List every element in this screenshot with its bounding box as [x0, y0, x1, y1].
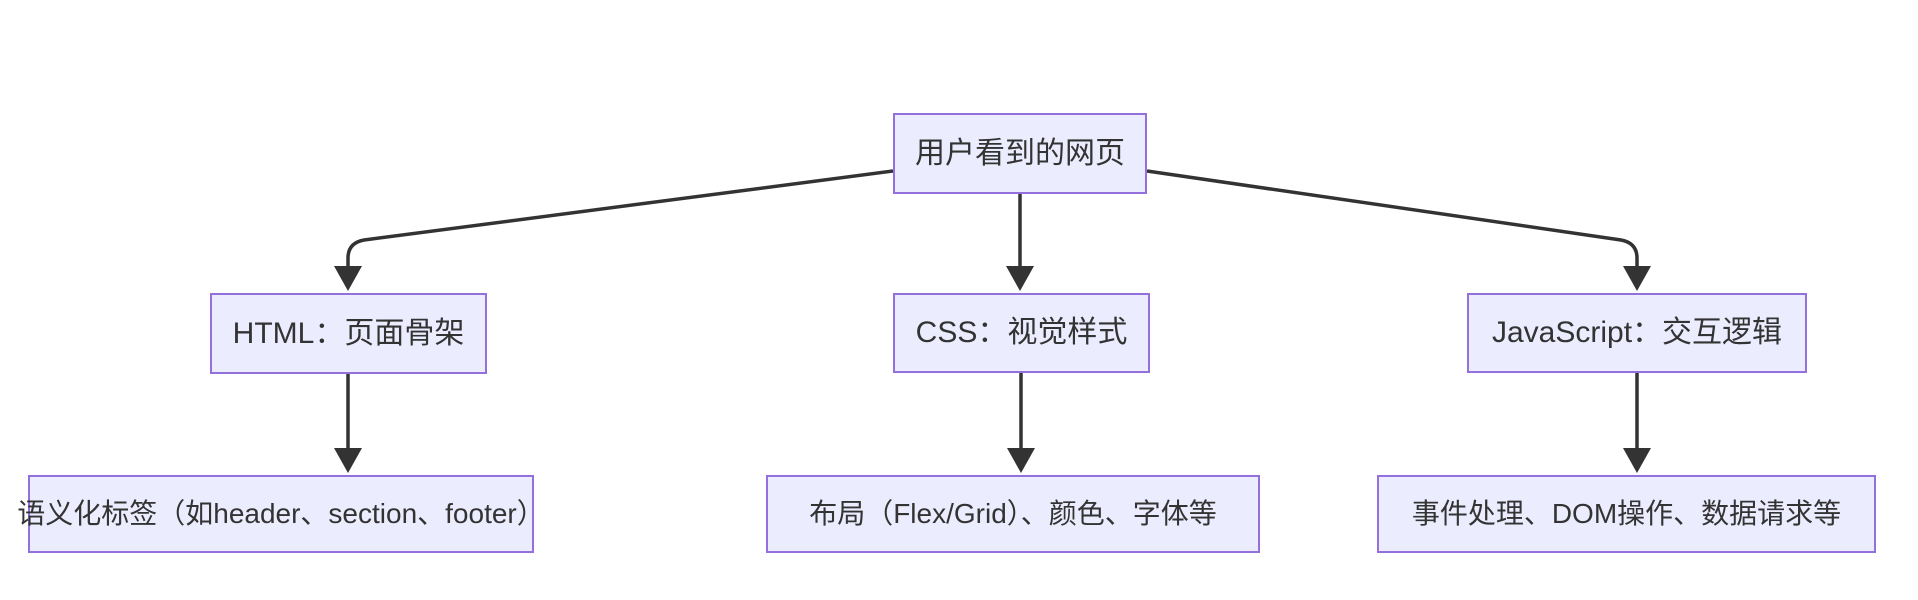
node-html-label: HTML：页面骨架: [232, 316, 465, 350]
edge-css-detail: [1007, 373, 1035, 473]
edge-root-html: [334, 169, 894, 291]
node-css-detail: 布局（Flex/Grid）、颜色、字体等: [766, 475, 1260, 553]
edge-html-detail: [334, 374, 362, 473]
edge-root-js: [1146, 169, 1651, 291]
node-javascript: JavaScript：交互逻辑: [1467, 293, 1807, 373]
node-javascript-label: JavaScript：交互逻辑: [1491, 316, 1783, 349]
node-webpage-root-label: 用户看到的网页: [915, 136, 1125, 170]
node-css: CSS：视觉样式: [893, 293, 1150, 373]
node-javascript-detail-label: 事件处理、DOM操作、数据请求等: [1411, 498, 1842, 529]
node-html-detail-label: 语义化标签（如header、section、footer）: [17, 498, 545, 529]
node-html-detail: 语义化标签（如header、section、footer）: [17, 475, 545, 553]
edge-root-css: [1006, 194, 1034, 291]
node-css-detail-label: 布局（Flex/Grid）、颜色、字体等: [809, 498, 1217, 529]
edge-js-detail: [1623, 373, 1651, 473]
node-css-label: CSS：视觉样式: [915, 316, 1128, 349]
node-webpage-root: 用户看到的网页: [893, 113, 1147, 194]
node-javascript-detail: 事件处理、DOM操作、数据请求等: [1377, 475, 1876, 553]
node-html: HTML：页面骨架: [210, 293, 487, 374]
